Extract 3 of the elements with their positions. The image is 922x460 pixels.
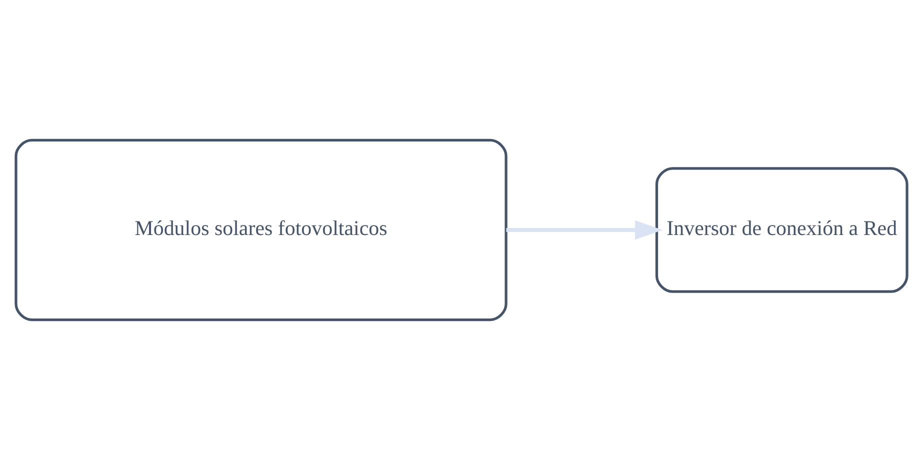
node-box: Inversor de conexión a Red	[654, 167, 908, 293]
arrow	[506, 220, 662, 240]
node-box: Módulos solares fotovoltaicos	[14, 138, 507, 322]
